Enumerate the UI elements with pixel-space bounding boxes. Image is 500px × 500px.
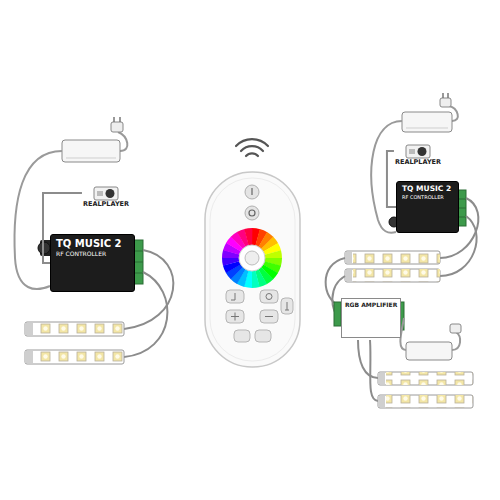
color-wheel-segment <box>244 228 252 246</box>
color-wheel-segment <box>252 270 260 288</box>
player-speaker <box>418 147 427 156</box>
rf-remote <box>205 172 300 367</box>
device-label: REALPLAYER <box>83 201 129 208</box>
power-adapter <box>62 117 127 162</box>
rgb-amplifier: RGB AMPLIFIER <box>341 298 401 338</box>
product-name: TQ MUSIC 2 <box>56 238 122 250</box>
player-icon <box>93 186 119 201</box>
product-subtitle: RF CONTROLLER <box>402 195 444 201</box>
player-icon <box>405 144 431 159</box>
led-strip <box>345 269 440 282</box>
product-name: RGB AMPLIFIER <box>345 302 397 309</box>
product-name: TQ MUSIC 2 <box>402 185 451 194</box>
audio-player: REALPLAYER <box>394 144 442 166</box>
player-body <box>94 187 118 200</box>
rf-controller: TQ MUSIC 2RF CONTROLLER <box>50 234 135 292</box>
led-strip <box>345 251 440 264</box>
product-subtitle: RF CONTROLLER <box>56 251 106 258</box>
player-screen <box>97 191 103 196</box>
player-body <box>406 145 430 158</box>
wireless-signal <box>236 139 268 156</box>
audio-cable <box>387 151 396 207</box>
audio-player: REALPLAYER <box>82 186 130 208</box>
led-wire <box>358 340 378 378</box>
rf-controller: TQ MUSIC 2RF CONTROLLER <box>396 181 459 233</box>
device-label: REALPLAYER <box>395 159 441 166</box>
led-strip <box>25 350 124 364</box>
led-wire <box>370 340 378 401</box>
player-speaker <box>106 189 115 198</box>
led-strip <box>378 395 473 408</box>
led-strip <box>378 372 473 385</box>
color-wheel-segment <box>222 258 240 266</box>
led-strip <box>25 322 124 336</box>
power-adapter <box>402 93 458 132</box>
power-adapter <box>400 318 461 360</box>
color-wheel-segment <box>264 250 282 258</box>
player-screen <box>409 149 415 154</box>
